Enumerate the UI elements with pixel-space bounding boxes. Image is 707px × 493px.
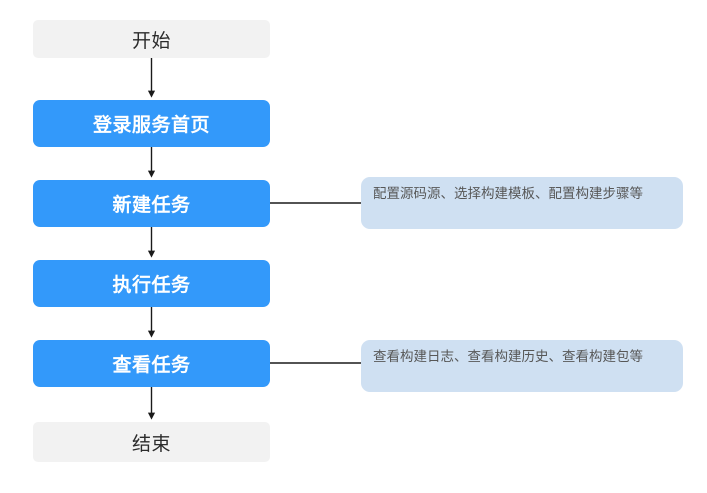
node-end[interactable]: 结束 (33, 422, 270, 462)
annotation-view-task-label: 查看构建日志、查看构建历史、查看构建包等 (373, 349, 643, 365)
node-create-task-label: 新建任务 (112, 194, 191, 216)
node-login-label: 登录服务首页 (92, 114, 210, 136)
node-login[interactable]: 登录服务首页 (33, 100, 270, 147)
node-start[interactable]: 开始 (33, 20, 270, 58)
annotation-create-task-label: 配置源码源、选择构建模板、配置构建步骤等 (373, 186, 643, 202)
node-create-task[interactable]: 新建任务 (33, 180, 270, 227)
node-run-task-label: 执行任务 (112, 274, 191, 296)
node-start-label: 开始 (131, 29, 171, 52)
annotation-view-task: 查看构建日志、查看构建历史、查看构建包等 (361, 340, 683, 392)
node-end-label: 结束 (131, 432, 171, 455)
node-view-task[interactable]: 查看任务 (33, 340, 270, 387)
node-view-task-label: 查看任务 (112, 354, 191, 376)
node-run-task[interactable]: 执行任务 (33, 260, 270, 307)
annotation-create-task: 配置源码源、选择构建模板、配置构建步骤等 (361, 177, 683, 229)
